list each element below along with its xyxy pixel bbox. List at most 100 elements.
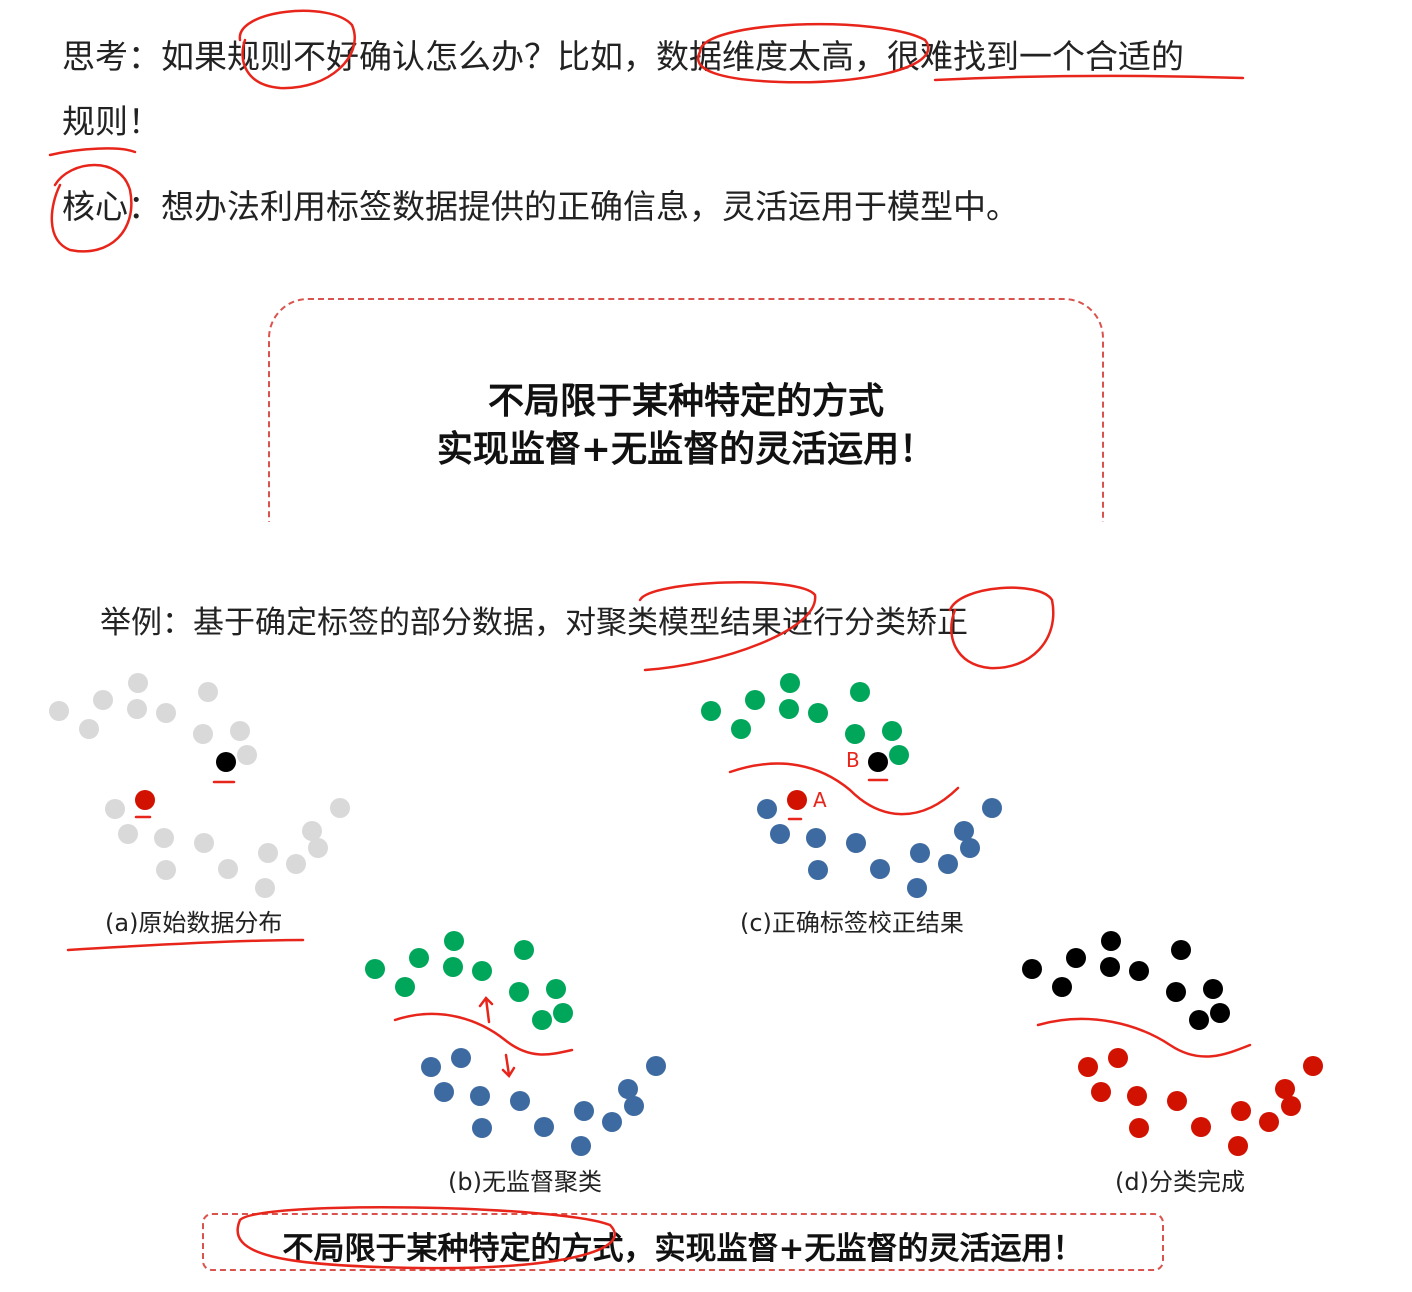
dot-c-lower bbox=[982, 798, 1002, 818]
dot-d-lower bbox=[1191, 1117, 1211, 1137]
dot-c-upper bbox=[808, 703, 828, 723]
dot-b-lower bbox=[574, 1101, 594, 1121]
labeled-dot-b-b bbox=[532, 1010, 552, 1030]
bottom-box-text: 不局限于某种特定的方式，实现监督+无监督的灵活运用！ bbox=[282, 1231, 1084, 1267]
highlight-box: 不局限于某种特定的方式 实现监督+无监督的灵活运用！ bbox=[268, 298, 1104, 522]
dot-b-lower bbox=[624, 1096, 644, 1116]
labeled-dot-a-b bbox=[216, 752, 236, 772]
example-line: 举例：基于确定标签的部分数据，对聚类模型结果进行分类矫正 bbox=[100, 605, 968, 641]
dot-b-upper bbox=[546, 979, 566, 999]
thinking-text: 如果规则不好确认怎么办？比如，数据维度太高，很难找到一个合适的 bbox=[161, 37, 1184, 76]
arrow-up-b bbox=[478, 996, 494, 1024]
dot-c-upper bbox=[779, 699, 799, 719]
dot-d-lower bbox=[1078, 1057, 1098, 1077]
dot-a-lower bbox=[194, 833, 214, 853]
dot-c-lower bbox=[954, 821, 974, 841]
dot-b-lower bbox=[534, 1117, 554, 1137]
boundary-d bbox=[1036, 1017, 1252, 1058]
dot-a-upper bbox=[198, 682, 218, 702]
dot-d-lower bbox=[1129, 1118, 1149, 1138]
dot-a-lower bbox=[105, 799, 125, 819]
dot-d-lower bbox=[1167, 1091, 1187, 1111]
dot-b-lower bbox=[602, 1112, 622, 1132]
thinking-line: 思考：如果规则不好确认怎么办？比如，数据维度太高，很难找到一个合适的 bbox=[62, 30, 1184, 78]
dot-a-lower bbox=[118, 824, 138, 844]
thinking-label: 思考： bbox=[62, 37, 161, 76]
dot-a-upper bbox=[127, 699, 147, 719]
dot-b-upper bbox=[553, 1003, 573, 1023]
thinking-line-2: 规则！ bbox=[62, 102, 161, 141]
boundary-c bbox=[728, 762, 960, 816]
boundary-b bbox=[393, 1012, 574, 1056]
dot-a-upper bbox=[49, 701, 69, 721]
dot-c-upper bbox=[850, 682, 870, 702]
dot-a-upper bbox=[230, 721, 250, 741]
dot-c-upper bbox=[889, 745, 909, 765]
arrow-down-b bbox=[501, 1053, 516, 1078]
dot-d-upper bbox=[1166, 982, 1186, 1002]
annotation-underline-a bbox=[66, 938, 305, 952]
labeled-dot-d-b bbox=[1189, 1010, 1209, 1030]
dot-c-upper bbox=[701, 701, 721, 721]
dot-d-lower bbox=[1259, 1112, 1279, 1132]
dot-b-lower bbox=[434, 1082, 454, 1102]
dot-c-lower bbox=[938, 854, 958, 874]
dot-b-upper bbox=[514, 940, 534, 960]
labeled-dot-a-a bbox=[135, 790, 155, 810]
dot-d-upper bbox=[1203, 979, 1223, 999]
dot-b-upper bbox=[509, 982, 529, 1002]
dot-b-upper bbox=[395, 977, 415, 997]
label-b: B bbox=[846, 748, 860, 772]
dot-a-upper bbox=[79, 719, 99, 739]
dot-c-upper bbox=[745, 690, 765, 710]
dot-a-lower bbox=[302, 821, 322, 841]
core-label: 核心 bbox=[62, 187, 128, 226]
dot-a-lower bbox=[258, 843, 278, 863]
dot-a-lower bbox=[156, 860, 176, 880]
dot-c-lower bbox=[910, 843, 930, 863]
dot-b-lower bbox=[470, 1086, 490, 1106]
dot-d-upper bbox=[1100, 957, 1120, 977]
dot-a-upper bbox=[128, 673, 148, 693]
dot-b-upper bbox=[472, 961, 492, 981]
highlight-line-2: 实现监督+无监督的灵活运用！ bbox=[436, 429, 936, 470]
dot-b-upper bbox=[444, 931, 464, 951]
labeled-dot-b-a bbox=[451, 1048, 471, 1068]
dot-d-upper bbox=[1052, 977, 1072, 997]
dot-d-upper bbox=[1129, 961, 1149, 981]
dot-b-lower bbox=[646, 1056, 666, 1076]
dot-d-upper bbox=[1022, 959, 1042, 979]
dot-d-lower bbox=[1231, 1101, 1251, 1121]
core-line: 核心：想办法利用标签数据提供的正确信息，灵活运用于模型中。 bbox=[62, 180, 1019, 228]
dot-d-lower bbox=[1281, 1096, 1301, 1116]
caption-c: (c)正确标签校正结果 bbox=[740, 909, 964, 937]
dot-c-upper bbox=[845, 724, 865, 744]
dot-b-upper bbox=[365, 959, 385, 979]
dot-c-upper bbox=[731, 719, 751, 739]
dot-d-upper bbox=[1171, 940, 1191, 960]
dot-d-lower bbox=[1091, 1082, 1111, 1102]
dot-d-lower bbox=[1228, 1136, 1248, 1156]
labeled-dot-c-b bbox=[868, 752, 888, 772]
dot-b-lower bbox=[472, 1118, 492, 1138]
dot-a-upper bbox=[156, 703, 176, 723]
dot-b-lower bbox=[571, 1136, 591, 1156]
dot-d-upper bbox=[1101, 931, 1121, 951]
dot-c-lower bbox=[770, 824, 790, 844]
dot-c-lower bbox=[870, 859, 890, 879]
dot-b-upper bbox=[443, 957, 463, 977]
labeled-dot-c-a bbox=[787, 790, 807, 810]
bottom-box: 不局限于某种特定的方式，实现监督+无监督的灵活运用！ bbox=[202, 1213, 1164, 1271]
dot-d-upper bbox=[1066, 948, 1086, 968]
dot-a-lower bbox=[154, 828, 174, 848]
dot-c-lower bbox=[907, 878, 927, 898]
dot-d-lower bbox=[1303, 1056, 1323, 1076]
dot-d-upper bbox=[1210, 1003, 1230, 1023]
dot-a-lower bbox=[330, 798, 350, 818]
dot-d-lower bbox=[1127, 1086, 1147, 1106]
dot-c-lower bbox=[846, 833, 866, 853]
dot-b-upper bbox=[409, 948, 429, 968]
dot-b-lower bbox=[618, 1079, 638, 1099]
annotation-underline-rules bbox=[48, 147, 137, 157]
dot-a-upper bbox=[93, 690, 113, 710]
